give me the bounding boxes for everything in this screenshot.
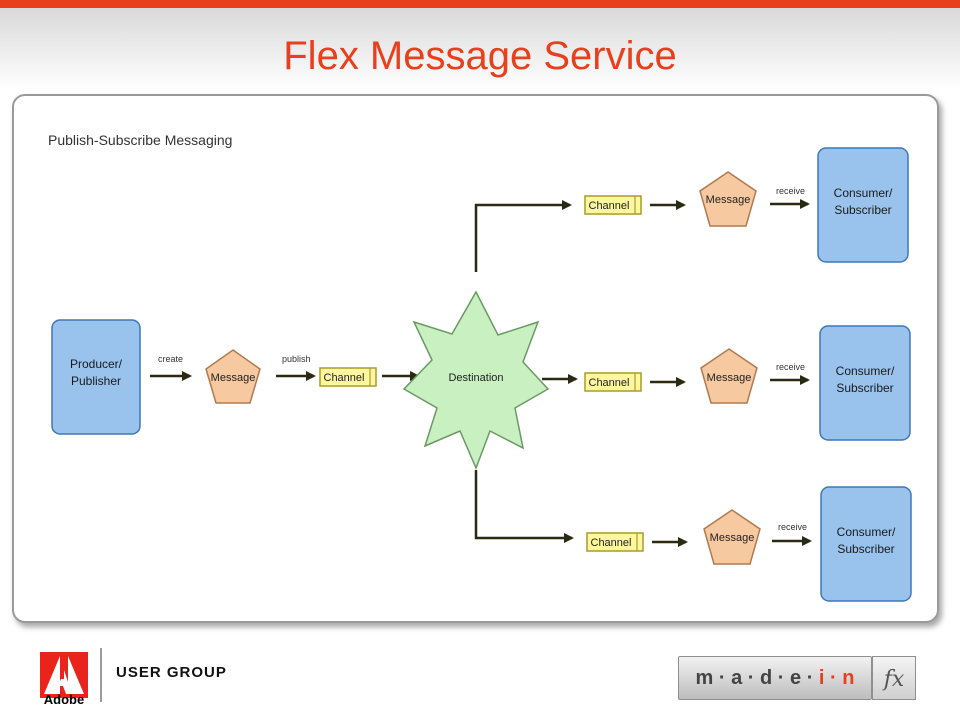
consumer-box-3: Consumer/ Subscriber bbox=[820, 486, 912, 602]
fx-text: fx bbox=[882, 667, 905, 692]
channel-subscriber-3: Channel bbox=[586, 532, 644, 552]
branch-top-arrow bbox=[474, 200, 572, 272]
receive-label-2: receive bbox=[776, 362, 805, 372]
top-accent-bar bbox=[0, 0, 960, 8]
publish-label: publish bbox=[282, 354, 311, 364]
branch-bottom-arrow bbox=[474, 470, 574, 543]
message-label: Message bbox=[211, 372, 256, 384]
flex-fx-icon: fx bbox=[872, 656, 916, 700]
consumer-label-line1: Consumer/ bbox=[836, 364, 895, 378]
channel-subscriber-2: Channel bbox=[584, 372, 642, 392]
adobe-wordmark: Adobe bbox=[43, 692, 85, 707]
user-group-text: USER GROUP bbox=[116, 664, 227, 681]
slide-title: Flex Message Service bbox=[283, 34, 677, 78]
message-label: Message bbox=[706, 194, 751, 206]
message-pentagon-subscriber-2: Message bbox=[700, 348, 758, 404]
made-in-text-part2: i · n bbox=[818, 667, 855, 689]
consumer-label-line1: Consumer/ bbox=[837, 525, 896, 539]
consumer-box-1: Consumer/ Subscriber bbox=[817, 147, 909, 263]
consumer-label-line2: Subscriber bbox=[837, 542, 894, 556]
consumer-label-line1: Consumer/ bbox=[834, 186, 893, 200]
destination-label: Destination bbox=[448, 372, 503, 384]
made-in-badge: m · a · d · e · i · n bbox=[678, 656, 872, 700]
diagram-heading: Publish-Subscribe Messaging bbox=[48, 132, 232, 148]
adobe-icon bbox=[40, 652, 88, 698]
create-label: create bbox=[158, 354, 183, 364]
receive-label-3: receive bbox=[778, 522, 807, 532]
producer-box: Producer/ Publisher bbox=[51, 319, 141, 435]
channel-label: Channel bbox=[591, 537, 632, 549]
adobe-user-group-logo: Adobe USER GROUP bbox=[40, 644, 240, 707]
receive-label-1: receive bbox=[776, 186, 805, 196]
message-pentagon-subscriber-3: Message bbox=[703, 509, 761, 565]
made-in-text-part1: m · a · d · e bbox=[695, 667, 802, 689]
channel-label: Channel bbox=[324, 372, 365, 384]
header-background bbox=[0, 8, 960, 90]
message-pentagon-subscriber-1: Message bbox=[699, 171, 757, 227]
message-label: Message bbox=[707, 372, 752, 384]
consumer-label-line2: Subscriber bbox=[834, 203, 891, 217]
channel-subscriber-1: Channel bbox=[584, 195, 642, 215]
footer-divider bbox=[100, 648, 102, 702]
channel-label: Channel bbox=[589, 200, 630, 212]
consumer-label-line2: Subscriber bbox=[836, 381, 893, 395]
channel-label: Channel bbox=[589, 377, 630, 389]
message-label: Message bbox=[710, 532, 755, 544]
message-pentagon-producer: Message bbox=[205, 349, 261, 404]
producer-label-line1: Producer/ bbox=[70, 357, 123, 371]
destination-star: Destination bbox=[402, 290, 550, 470]
consumer-box-2: Consumer/ Subscriber bbox=[819, 325, 911, 441]
channel-producer: Channel bbox=[319, 367, 377, 387]
producer-label-line2: Publisher bbox=[71, 374, 121, 388]
